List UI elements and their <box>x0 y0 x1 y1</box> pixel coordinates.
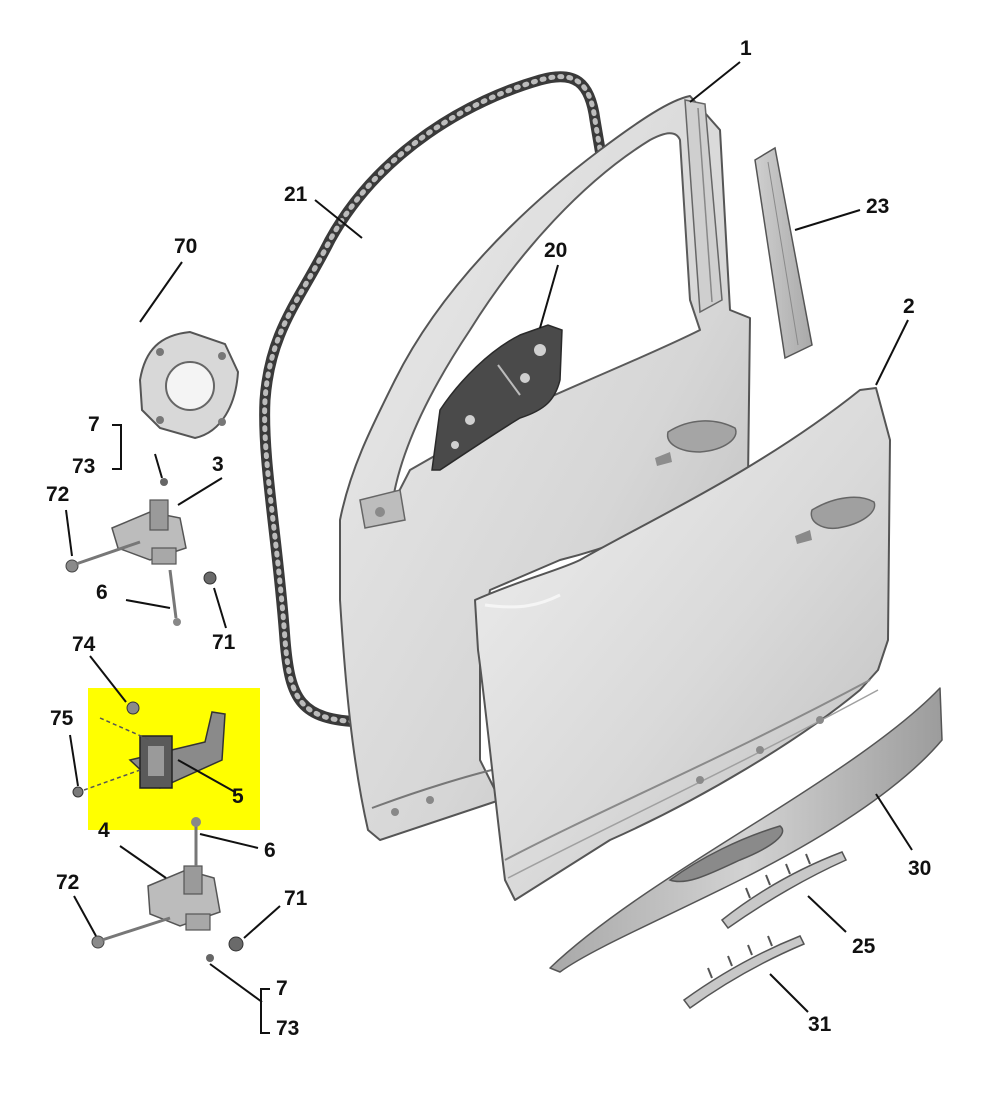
upper-hinge-3 <box>65 478 217 626</box>
callout-70: 70 <box>174 235 198 258</box>
callout-75: 75 <box>50 707 74 730</box>
callout-5: 5 <box>232 785 244 808</box>
trim-strip-31 <box>682 935 806 1010</box>
callout-2: 2 <box>903 295 915 318</box>
door-check-5 <box>72 701 226 798</box>
callout-7-upper: 7 <box>88 413 100 436</box>
callout-30: 30 <box>908 857 932 880</box>
window-regulator-20 <box>431 324 563 471</box>
hinge-cover-70 <box>138 330 240 440</box>
callout-6-upper: 6 <box>96 581 108 604</box>
lower-moulding-30 <box>549 687 943 973</box>
callout-31: 31 <box>808 1013 832 1036</box>
callout-25: 25 <box>852 935 876 958</box>
lower-hinge-4 <box>91 817 244 962</box>
door-outer-skin-2 <box>474 387 891 901</box>
callout-3: 3 <box>212 453 224 476</box>
callout-1: 1 <box>740 37 752 60</box>
callout-73-upper: 73 <box>72 455 96 478</box>
callout-74: 74 <box>72 633 96 656</box>
callout-72-lower: 72 <box>56 871 80 894</box>
callout-71-upper: 71 <box>212 631 236 654</box>
callout-72-upper: 72 <box>46 483 70 506</box>
pillar-trim-23 <box>754 146 813 360</box>
callout-6-lower: 6 <box>264 839 276 862</box>
callout-4: 4 <box>98 819 110 842</box>
callout-20: 20 <box>544 239 568 262</box>
bracket-7-73-lower <box>260 988 270 1034</box>
callout-71-lower: 71 <box>284 887 308 910</box>
door-seal-21 <box>259 71 638 728</box>
callout-7-lower: 7 <box>276 977 288 1000</box>
trim-strip-25 <box>720 851 848 930</box>
callout-23: 23 <box>866 195 890 218</box>
leader-lines <box>65 61 913 1013</box>
bracket-7-73-upper <box>112 424 122 470</box>
callout-21: 21 <box>284 183 308 206</box>
callout-73-lower: 73 <box>276 1017 300 1040</box>
